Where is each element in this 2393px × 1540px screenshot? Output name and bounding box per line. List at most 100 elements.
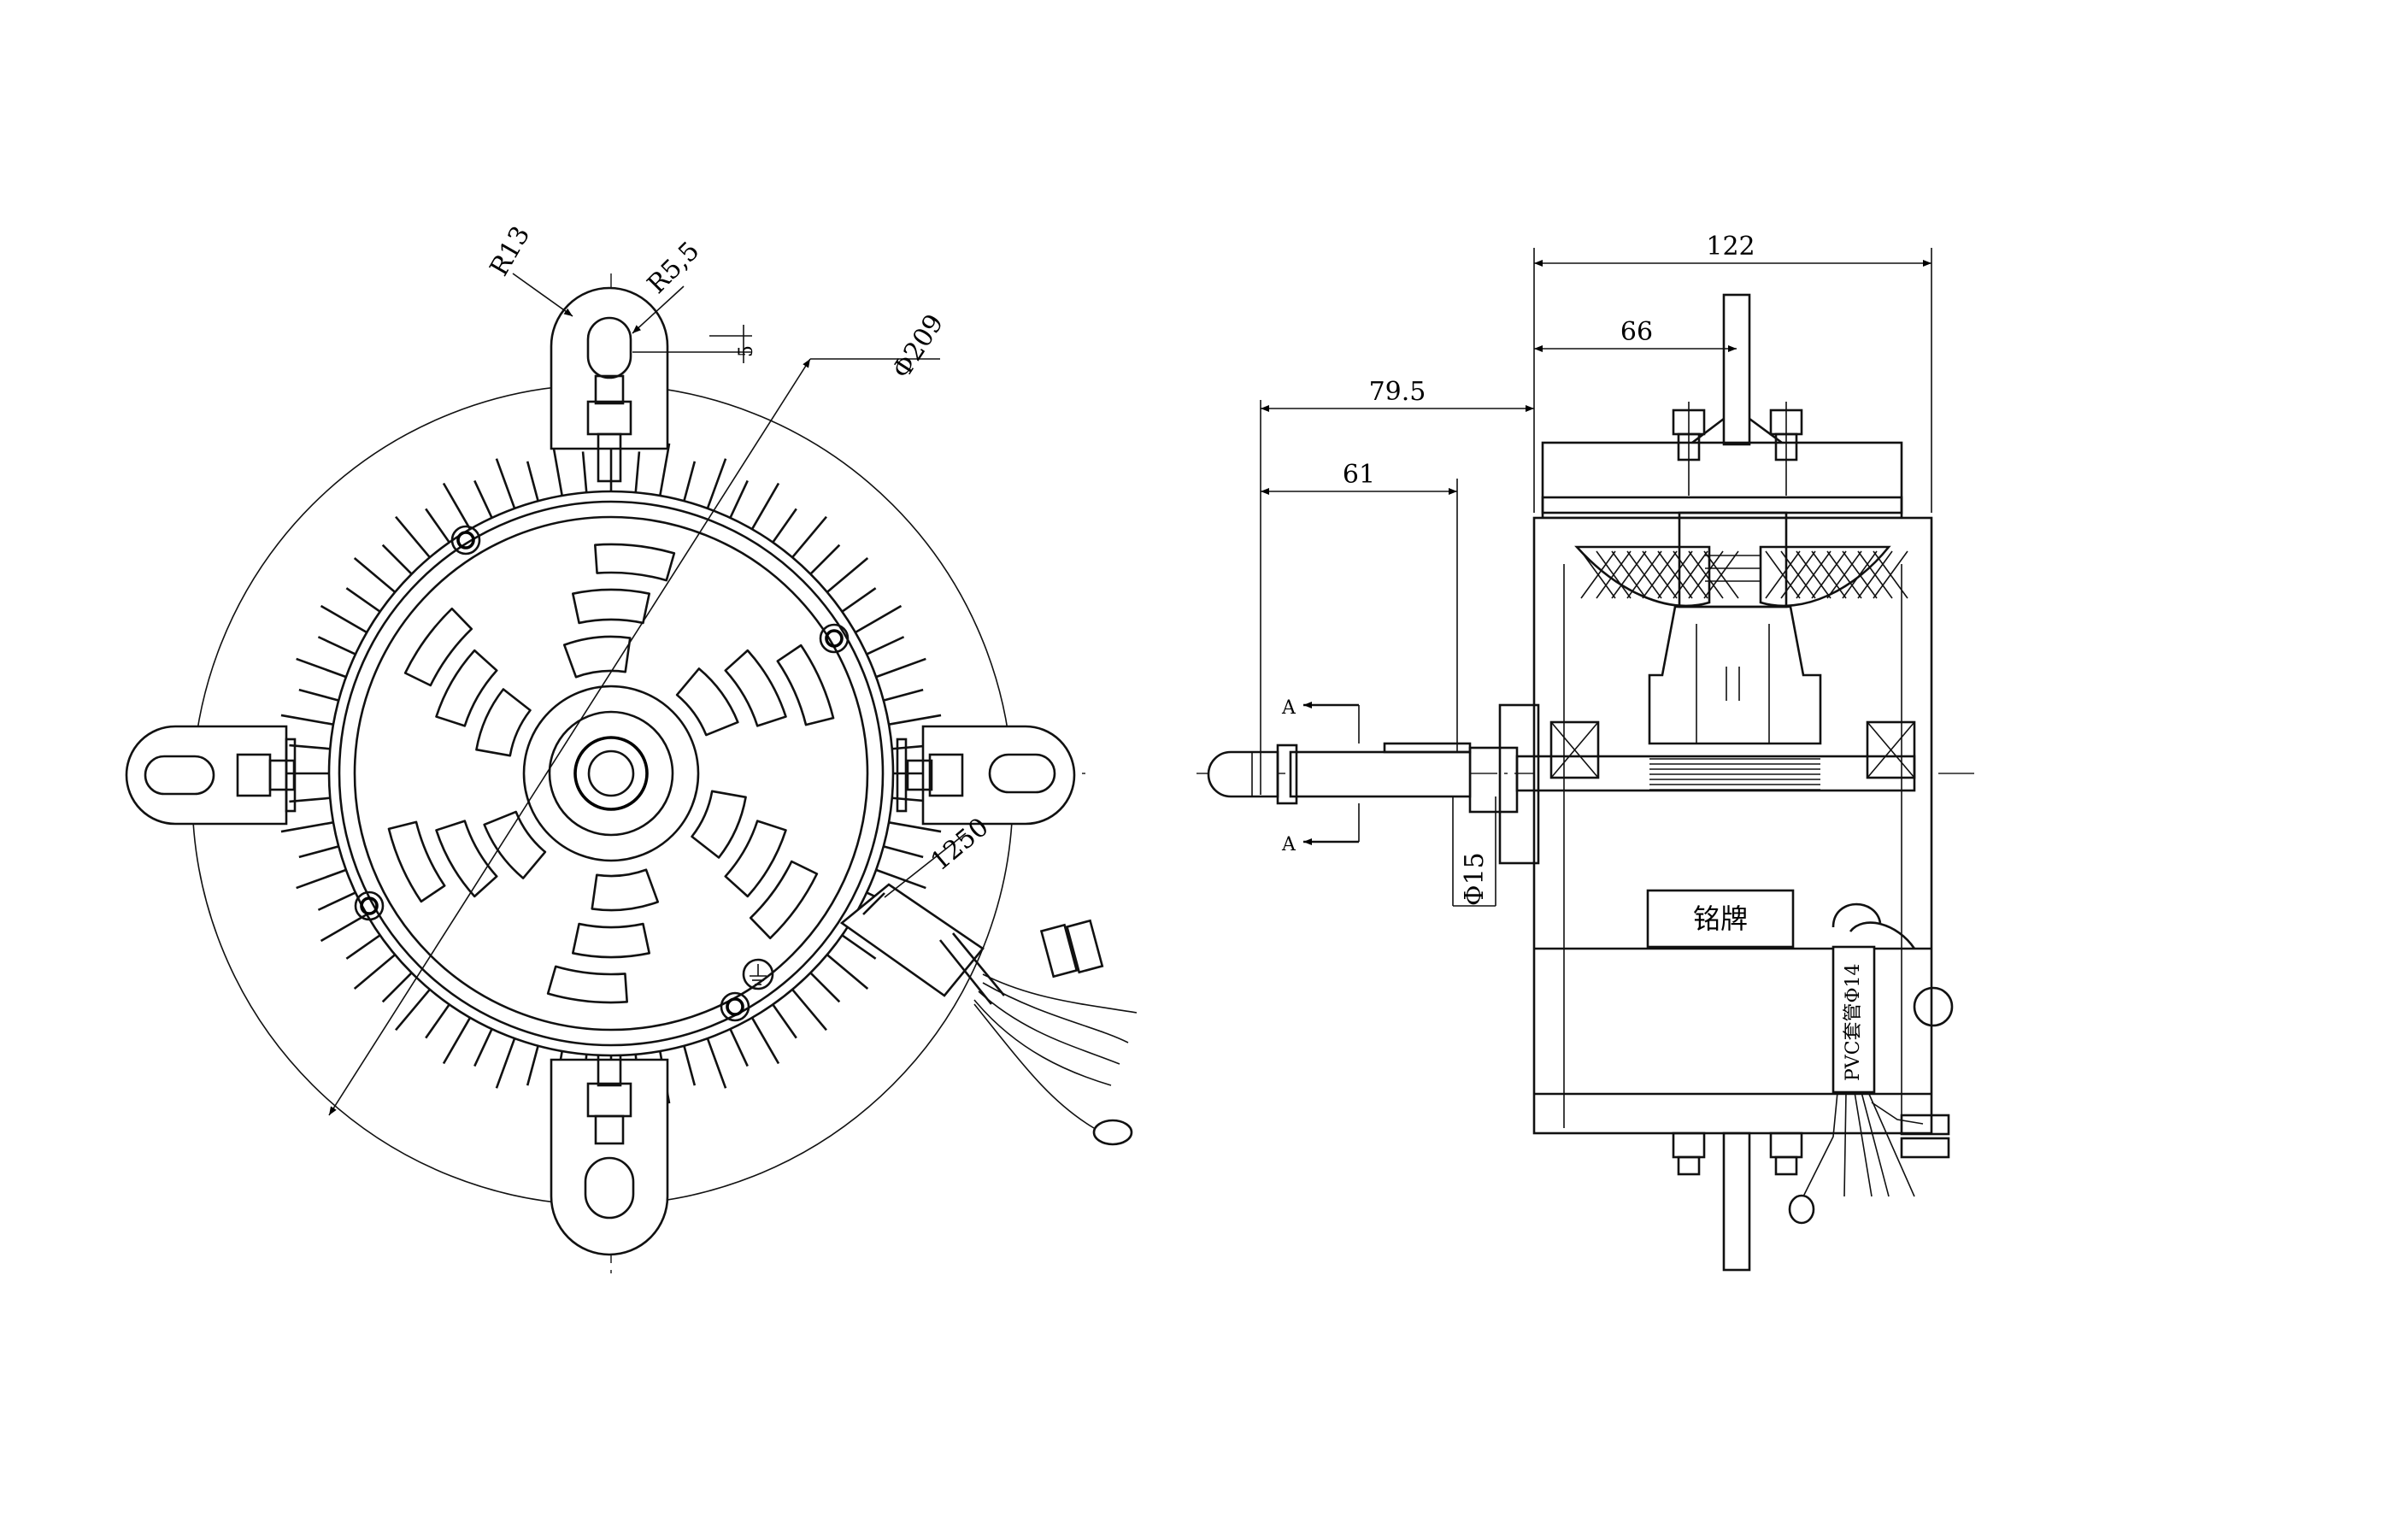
- cooling-fin: [395, 515, 431, 559]
- cooling-fin: [841, 587, 877, 613]
- winding-hatch: [1642, 550, 1678, 599]
- cooling-fin: [809, 544, 841, 575]
- cooling-fin: [634, 451, 641, 493]
- winding-hatch: [1580, 550, 1616, 599]
- dim-dia15: Φ15: [1460, 852, 1490, 906]
- mount-lug-right: [896, 725, 1076, 826]
- nameplate: [1646, 889, 1795, 949]
- nameplate-label: 铭牌: [1693, 902, 1748, 935]
- cooling-fin: [772, 1003, 797, 1039]
- cooling-fin: [750, 1017, 780, 1065]
- side-view: 铭牌 PVC套管Φ14 A A: [1196, 232, 1974, 1272]
- motor-housing-outer: [327, 490, 895, 1057]
- cooling-fin: [395, 988, 431, 1032]
- cooling-fin: [317, 891, 356, 911]
- cooling-fin: [280, 714, 334, 726]
- dim-r5-5: R5,5: [642, 236, 705, 299]
- cooling-fin: [381, 544, 413, 575]
- mount-lug-bottom: [550, 1049, 669, 1256]
- side-dimensions: [1260, 248, 1932, 907]
- dim-r13: R13: [485, 221, 537, 281]
- cooling-fin: [729, 479, 749, 519]
- cooling-fin: [353, 954, 397, 990]
- cable-exit: [839, 883, 1138, 1146]
- winding-hatch: [1857, 550, 1893, 599]
- winding-hatch: [1688, 550, 1724, 599]
- sleeve-label: PVC套管Φ14: [1843, 963, 1864, 1081]
- pvc-sleeve: [1831, 945, 1876, 1094]
- cooling-fin: [298, 688, 339, 702]
- cooling-fin: [551, 443, 563, 497]
- cooling-fin: [683, 461, 697, 502]
- cooling-fin: [473, 479, 493, 519]
- shaft-nut: [1207, 750, 1279, 798]
- top-bracket: [1722, 293, 1751, 446]
- cooling-fin: [425, 1003, 450, 1039]
- cooling-fin: [345, 934, 381, 960]
- dim-79-5: 79.5: [1369, 377, 1426, 407]
- cooling-fin: [289, 796, 331, 803]
- cooling-fin: [526, 1045, 539, 1086]
- cooling-fin: [841, 934, 877, 960]
- cooling-fin: [442, 1017, 472, 1065]
- front-boss: [1498, 703, 1540, 865]
- cooling-fin: [495, 458, 516, 509]
- cooling-fin: [866, 636, 905, 655]
- cable-gland: [1788, 902, 1954, 1225]
- cooling-fin: [791, 988, 827, 1032]
- bearing-left: [1549, 720, 1600, 779]
- section-a-bottom: A: [1281, 834, 1296, 855]
- winding-hatch: [1765, 550, 1801, 599]
- dim-122: 122: [1706, 232, 1755, 262]
- cooling-fin: [888, 714, 942, 726]
- cooling-fin: [883, 845, 924, 859]
- cooling-fin: [317, 636, 356, 655]
- cooling-fin: [320, 913, 367, 943]
- cooling-fin: [826, 954, 869, 990]
- cooling-fin: [809, 972, 841, 1003]
- cooling-fin: [345, 587, 381, 613]
- bottom-bracket: [1722, 1131, 1751, 1272]
- winding-hatch: [1842, 550, 1878, 599]
- cooling-fin: [750, 482, 780, 530]
- rotor-core: [1648, 605, 1822, 745]
- cooling-fin: [425, 508, 450, 544]
- section-a-top: A: [1281, 697, 1296, 719]
- cooling-fin: [296, 657, 347, 679]
- cooling-fin: [826, 557, 869, 593]
- cooling-fin: [683, 1045, 697, 1086]
- winding-hatch: [1657, 550, 1693, 599]
- winding-hatch: [1826, 550, 1862, 599]
- mount-lug-left: [125, 725, 297, 826]
- cooling-fin: [772, 508, 797, 544]
- winding-hatch: [1596, 550, 1632, 599]
- dim-66: 66: [1620, 317, 1653, 347]
- cooling-fin: [729, 1028, 749, 1067]
- winding-hatch: [1611, 550, 1647, 599]
- cooling-fin: [581, 451, 588, 493]
- cooling-fin: [289, 744, 331, 750]
- cooling-fin: [659, 443, 671, 497]
- winding-hatch: [1873, 550, 1908, 599]
- bottom-bolts: [1672, 1131, 1803, 1176]
- section-marks: [1303, 702, 1360, 845]
- cooling-fin: [296, 868, 347, 890]
- cooling-fin: [875, 657, 926, 679]
- shaft-extension: [1289, 750, 1472, 798]
- cooling-fin: [875, 868, 926, 890]
- cooling-fin: [381, 972, 413, 1003]
- dim-5: 5: [736, 345, 757, 357]
- top-flange: [1541, 441, 1903, 520]
- cooling-fin: [706, 1037, 727, 1089]
- cooling-fin: [706, 458, 727, 509]
- cooling-fin: [855, 604, 903, 634]
- front-view: R13 R5,5 5 Φ209 1250: [125, 221, 1138, 1273]
- cooling-fin: [280, 821, 334, 833]
- winding-hatch: [1811, 550, 1847, 599]
- cooling-fin: [791, 515, 827, 559]
- top-bolts: [1672, 402, 1803, 496]
- cooling-fin: [473, 1028, 493, 1067]
- dim-61: 61: [1343, 460, 1375, 490]
- front-dimensions: [328, 273, 967, 1116]
